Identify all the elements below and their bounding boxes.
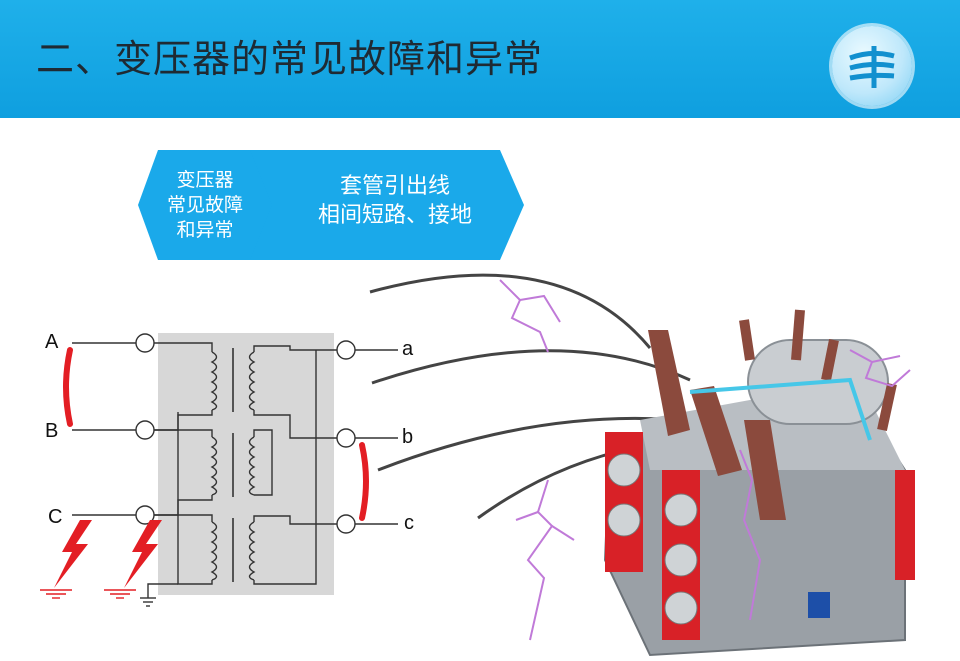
terminal-label-a-lower: a bbox=[402, 338, 414, 360]
flow-step1-line: 常见故障 bbox=[166, 194, 243, 216]
terminal-label-c-upper: C bbox=[48, 506, 63, 528]
terminal-label-c-lower: c bbox=[404, 512, 414, 534]
flow-step1-line: 和异常 bbox=[176, 219, 234, 241]
ground-fault-lightning-icon bbox=[54, 520, 92, 588]
short-circuit-bc-marker bbox=[359, 442, 369, 521]
terminal-label-a-upper: A bbox=[45, 331, 59, 353]
flow-step1-label: 变压器 常见故障 和异常 bbox=[150, 168, 260, 243]
flow-step2-shape bbox=[250, 150, 524, 260]
transformer-core-box bbox=[158, 333, 334, 595]
page-title: 二、变压器的常见故障和异常 bbox=[36, 37, 544, 81]
flow-step2-line: 套管引出线 bbox=[339, 174, 450, 199]
transformer-illustration bbox=[369, 273, 915, 657]
short-circuit-ab-marker bbox=[63, 347, 73, 427]
terminal-label-b-lower: b bbox=[402, 426, 414, 448]
header-bar bbox=[0, 0, 960, 118]
flow-step2-label: 套管引出线 相间短路、接地 bbox=[280, 172, 510, 230]
arc-lightning-group bbox=[499, 279, 911, 641]
flow-step1-line: 变压器 bbox=[176, 169, 234, 191]
power-grid-logo-icon bbox=[832, 26, 912, 106]
flow-step1-shape bbox=[138, 150, 288, 260]
ground-fault-lightning-icon bbox=[124, 520, 162, 588]
flow-step2-line: 相间短路、接地 bbox=[317, 203, 472, 228]
terminal-label-b-upper: B bbox=[45, 420, 59, 442]
